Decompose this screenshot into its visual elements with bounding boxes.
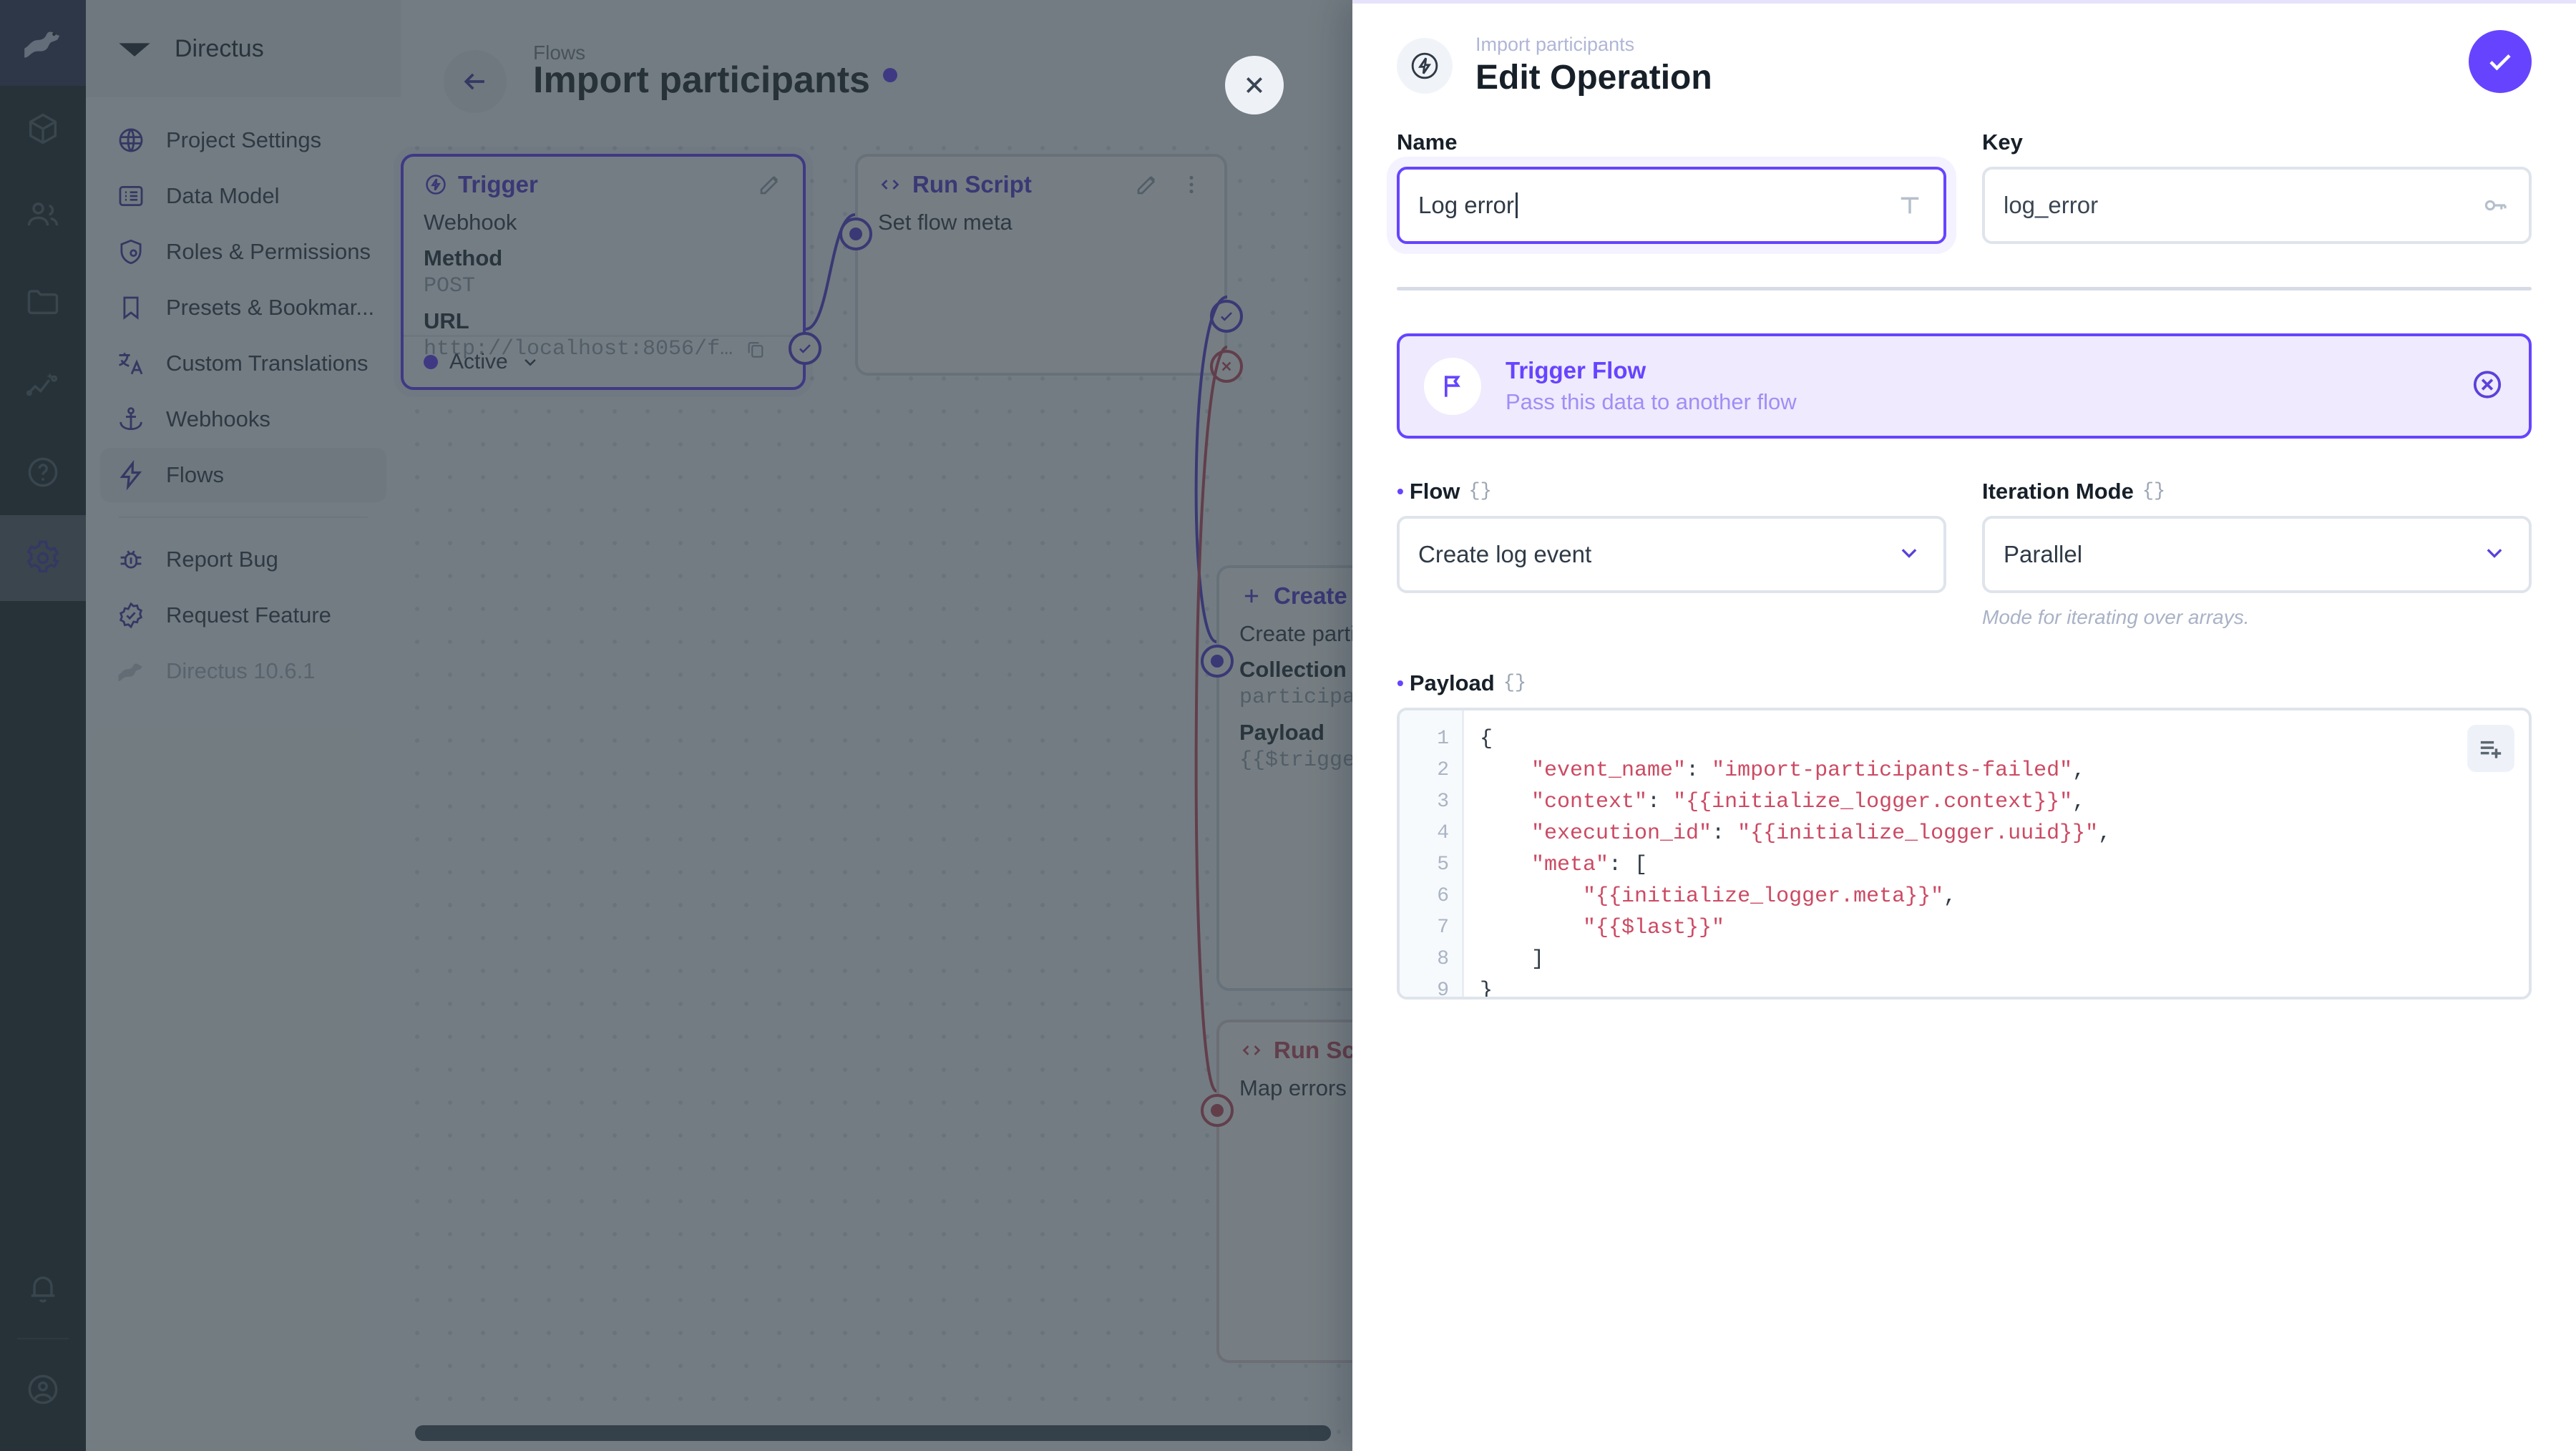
key-icon [2480,190,2510,220]
iteration-braces: {} [2142,480,2166,502]
code-line: "context": "{{initialize_logger.context}… [1531,789,2086,814]
payload-label: Payload {} [1397,670,2532,696]
code-line-numbers: 1 2 3 4 5 6 7 8 9 [1400,710,1464,997]
code-line-number: 7 [1437,916,1449,939]
code-line-number: 5 [1437,853,1449,876]
code-line: "meta": [ [1531,852,1648,877]
close-icon [1246,77,1262,93]
save-button[interactable] [2469,30,2532,93]
payload-field-group: Payload {} 1 2 3 4 5 6 7 8 9 { "event_name": "im… [1397,670,2532,1000]
chevron-down-icon[interactable] [1895,538,1923,570]
chevron-down-icon[interactable] [2480,538,2509,570]
drawer-title: Edit Operation [1475,58,1712,97]
drawer-breadcrumb: Import participants [1475,34,1635,55]
code-line: "event_name": "import-participants-faile… [1531,758,2086,783]
drawer-accent [1352,0,2576,4]
operation-card-text: Trigger Flow Pass this data to another f… [1506,355,1797,416]
text-caret [1515,192,1518,219]
edit-operation-drawer: Import participants Edit Operation Name … [1352,0,2576,1451]
code-line: "{{$last}}" [1583,915,1725,940]
key-field-group: Key log_error [1982,130,2532,245]
iteration-select[interactable]: Parallel [1982,515,2532,593]
iteration-label-text: Iteration Mode [1982,478,2134,504]
code-line-number: 2 [1437,758,1449,781]
check-icon [2489,54,2511,71]
bolt-circle-icon [1397,37,1453,94]
cancel-circle-icon [2473,370,2502,399]
name-input[interactable]: Log error [1397,167,1946,245]
operation-card-subtitle: Pass this data to another flow [1506,389,1797,414]
flow-label: Flow {} [1397,479,1946,504]
iteration-field-group: Iteration Mode {} Parallel Mode for iter… [1982,479,2532,629]
code-line-number: 4 [1437,821,1449,844]
code-content[interactable]: { "event_name": "import-participants-fai… [1464,710,2529,997]
payload-braces: {} [1503,672,1527,694]
name-key-row: Name Log error Key log_error [1397,130,2532,245]
name-input-value: Log error [1418,192,1514,219]
drawer-body: Name Log error Key log_error [1352,98,2576,1000]
code-line: ] [1480,947,1545,972]
name-label: Name [1397,130,1458,155]
key-input-value: log_error [2004,192,2099,219]
code-line: "execution_id": "{{initialize_logger.uui… [1531,821,2112,846]
code-line: } [1480,978,1493,997]
payload-code-editor[interactable]: 1 2 3 4 5 6 7 8 9 { "event_name": "import-partic… [1397,707,2532,1000]
code-line-number: 8 [1437,947,1449,970]
code-line-number: 9 [1437,979,1449,1000]
operation-type-card[interactable]: Trigger Flow Pass this data to another f… [1397,333,2532,439]
drawer-header: Import participants Edit Operation [1352,0,2576,98]
code-line-number: 6 [1437,884,1449,907]
flow-select[interactable]: Create log event [1397,515,1946,593]
add-lines-icon[interactable] [2467,724,2514,772]
payload-label-text: Payload [1409,670,1495,695]
code-line: "{{initialize_logger.meta}}", [1583,884,1957,909]
clear-operation-button[interactable] [2470,367,2504,405]
close-drawer-button[interactable] [1225,56,1284,114]
key-input[interactable]: log_error [1982,167,2532,245]
code-line-number: 3 [1437,790,1449,813]
iteration-label: Iteration Mode {} [1982,479,2532,504]
name-field-group: Name Log error [1397,130,1946,245]
iteration-hint: Mode for iterating over arrays. [1982,605,2250,628]
section-divider [1397,287,2532,291]
code-line-number: 1 [1437,727,1449,750]
flow-label-text: Flow [1409,478,1460,504]
flow-select-value: Create log event [1418,540,1592,567]
key-label: Key [1982,130,2023,155]
drawer-title-block: Import participants Edit Operation [1475,33,1712,98]
flow-braces: {} [1468,480,1492,502]
iteration-select-value: Parallel [2004,540,2083,567]
flow-iteration-row: Flow {} Create log event Iteration Mode … [1397,479,2532,629]
operation-card-title: Trigger Flow [1506,357,1646,384]
flag-icon [1424,357,1481,415]
text-format-icon [1895,190,1925,220]
flow-field-group: Flow {} Create log event [1397,479,1946,629]
code-line: { [1480,726,1493,751]
